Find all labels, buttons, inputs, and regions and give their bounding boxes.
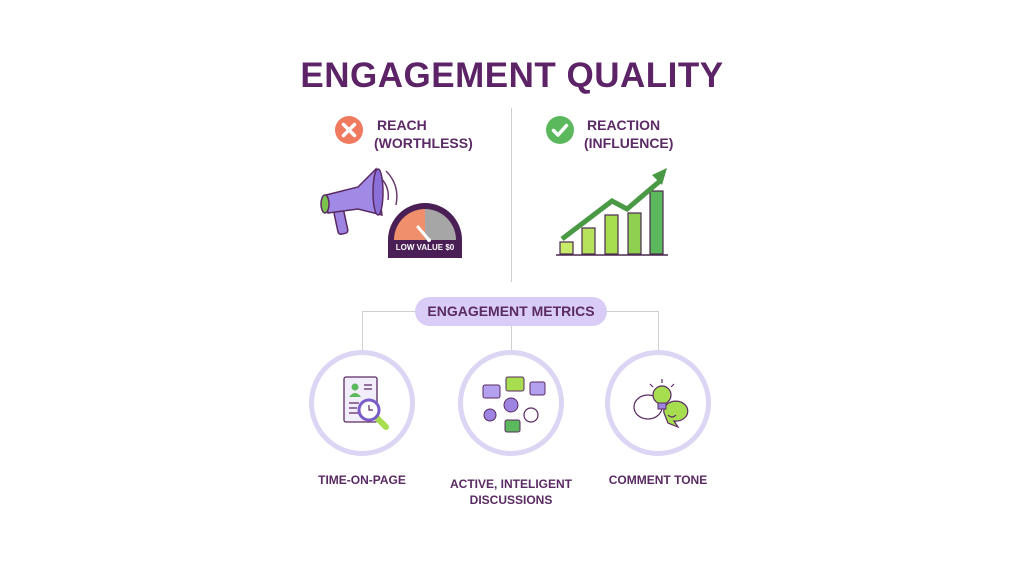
divider [511,108,512,282]
reaction-line2: (INFLUENCE) [584,135,674,151]
x-circle-icon [335,116,363,144]
megaphone-icon [320,167,398,235]
metric-time-on-page [309,350,415,456]
metric-comment-tone [605,350,711,456]
check-circle-icon [546,116,574,144]
reach-line1: REACH [377,117,427,133]
metric-label: TIME-ON-PAGE [318,473,406,487]
metric-active-discussions [458,350,564,456]
metric-label-line2: DISCUSSIONS [469,493,553,507]
metric-label-line1: ACTIVE, INTELIGENT [449,477,572,491]
growth-bar-chart-icon [556,168,668,256]
connector [362,311,363,356]
page-title: ENGAGEMENT QUALITY [300,56,724,95]
engagement-metrics-header: ENGAGEMENT METRICS [415,297,607,326]
reaction-line1: REACTION [587,117,661,133]
reach-heading: REACH (WORTHLESS) [374,116,473,152]
connector [658,311,659,356]
connector [511,311,512,356]
metric-label: COMMENT TONE [608,473,708,487]
discussion-network-icon [482,376,546,433]
document-magnifier-clock-icon [343,376,389,430]
reach-line2: (WORTHLESS) [374,135,473,151]
lightbulb-speech-bubbles-icon [633,379,689,429]
metric-label: ACTIVE, INTELIGENT DISCUSSIONS [431,476,591,508]
reaction-heading: REACTION (INFLUENCE) [584,116,673,152]
gauge-label: LOW VALUE $0 [395,243,455,252]
low-value-gauge [388,203,462,258]
